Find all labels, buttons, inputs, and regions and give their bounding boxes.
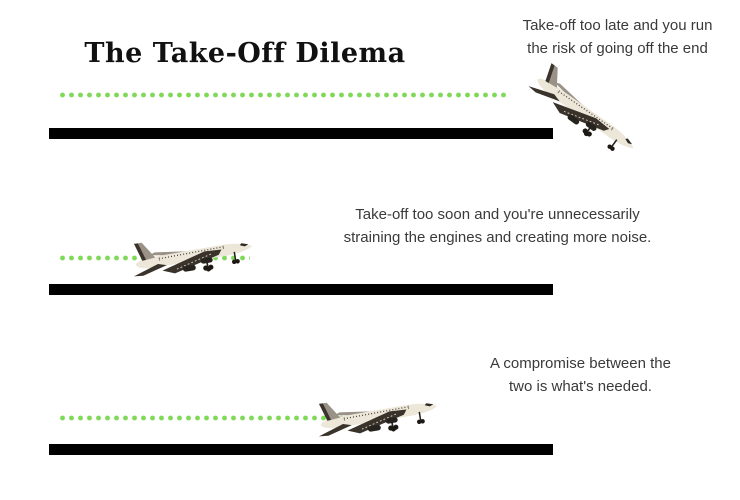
note-too-soon: Take-off too soon and you're unnecessari… [320,203,675,249]
runway-bar-1 [49,128,553,139]
note-too-late-line1: Take-off too late and you run [522,17,713,34]
note-too-late-line2: the risk of going off the end [527,40,708,57]
note-too-late: Take-off too late and you run the risk o… [495,14,740,60]
flight-path-dotted-line-3 [58,415,354,421]
note-compromise-line1: A compromise between the [490,355,671,372]
flight-path-dotted-line-1 [58,92,508,98]
runway-bar-3 [49,444,553,455]
runway-bar-2 [49,284,553,295]
airplane-icon-too-late [513,43,657,187]
note-compromise-line2: two is what's needed. [509,378,652,395]
note-compromise: A compromise between the two is what's n… [458,352,703,398]
page-title: The Take-Off Dilema [84,38,406,70]
airplane-icon-too-soon [119,230,269,283]
note-too-soon-line1: Take-off too soon and you're unnecessari… [355,206,640,223]
note-too-soon-line2: straining the engines and creating more … [343,229,652,246]
airplane-icon-compromise [304,390,454,443]
